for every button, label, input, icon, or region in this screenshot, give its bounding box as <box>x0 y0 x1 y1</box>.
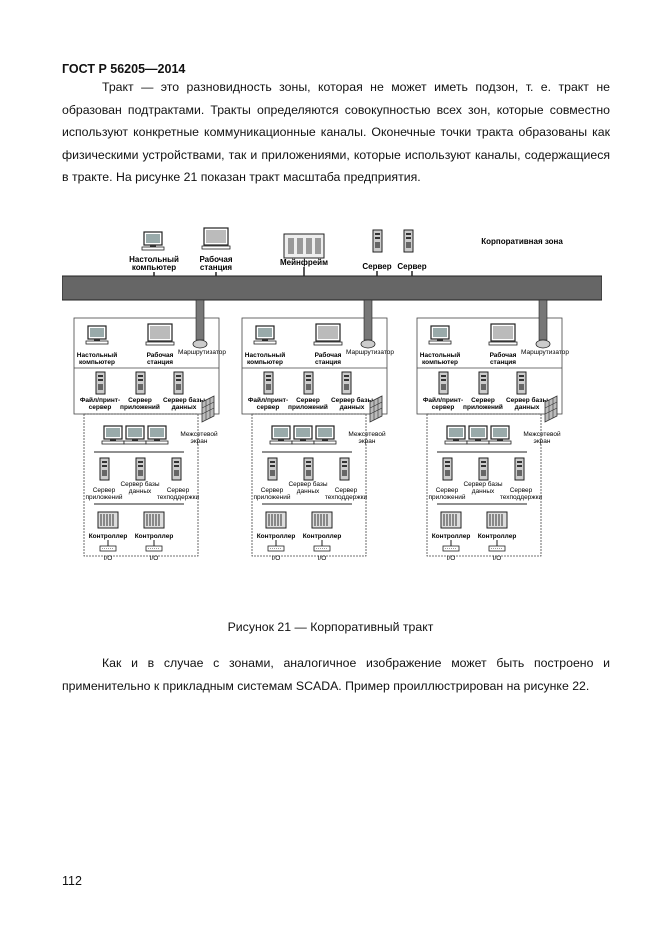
svg-text:приложений: приложений <box>429 493 466 501</box>
svg-text:Настольный: Настольный <box>420 351 460 359</box>
svg-text:Контроллер: Контроллер <box>135 533 174 540</box>
svg-text:сервер: сервер <box>432 404 455 411</box>
svg-text:приложений: приложений <box>86 493 123 501</box>
svg-text:данных: данных <box>129 488 152 495</box>
svg-text:Сервер: Сервер <box>296 397 320 404</box>
svg-text:Маршрутизатор: Маршрутизатор <box>346 349 394 356</box>
paragraph-2: Как и в случае с зонами, аналогичное изо… <box>62 656 610 693</box>
svg-text:приложений: приложений <box>254 493 291 501</box>
svg-text:Сервер: Сервер <box>436 487 459 494</box>
backbone-bus <box>62 275 602 301</box>
document-header: ГОСТ Р 56205—2014 <box>62 62 186 76</box>
top-desktop-label-2: компьютер <box>132 263 176 272</box>
svg-text:Сервер базы: Сервер базы <box>288 480 327 488</box>
svg-text:Сервер базы: Сервер базы <box>506 396 549 404</box>
svg-text:Сервер: Сервер <box>261 487 284 494</box>
page-number: 112 <box>62 874 82 888</box>
svg-text:Маршрутизатор: Маршрутизатор <box>521 349 569 356</box>
svg-text:станция: станция <box>147 359 173 366</box>
figure-caption: Рисунок 21 — Корпоративный тракт <box>227 620 434 634</box>
zone-1: Маршрутизатор Настольный компьютер Рабоч… <box>73 299 226 562</box>
svg-text:Рабочая: Рабочая <box>315 351 342 359</box>
svg-text:Сервер: Сервер <box>510 487 533 494</box>
svg-text:техподдержки: техподдержки <box>157 494 200 501</box>
svg-text:сервер: сервер <box>89 404 112 411</box>
svg-text:приложений: приложений <box>463 403 503 411</box>
svg-text:техподдержки: техподдержки <box>500 494 543 501</box>
svg-text:Межсетевой: Межсетевой <box>348 430 386 438</box>
top-workstation-label-2: станция <box>200 263 232 272</box>
svg-text:Контроллер: Контроллер <box>89 533 128 540</box>
svg-text:Рабочая: Рабочая <box>147 351 174 359</box>
svg-text:экран: экран <box>191 438 208 445</box>
svg-text:экран: экран <box>359 438 376 445</box>
svg-text:Настольный: Настольный <box>245 351 285 359</box>
svg-text:Файл/принт-: Файл/принт- <box>248 396 288 404</box>
svg-text:компьютер: компьютер <box>79 359 115 366</box>
zone-2: Маршрутизатор Настольный компьютер Рабоч… <box>241 299 394 562</box>
svg-text:Сервер: Сервер <box>471 397 495 404</box>
top-server-2-label: Сервер <box>397 262 426 271</box>
svg-text:Контроллер: Контроллер <box>432 533 471 540</box>
svg-text:Настольный: Настольный <box>77 351 117 359</box>
svg-text:I/O: I/O <box>104 555 113 562</box>
top-workstation-label-1: Рабочая <box>199 255 232 264</box>
corporate-zone-label: Корпоративная зона <box>481 237 563 246</box>
svg-text:I/O: I/O <box>493 555 502 562</box>
svg-text:техподдержки: техподдержки <box>325 494 368 501</box>
svg-text:Сервер: Сервер <box>128 397 152 404</box>
svg-text:Контроллер: Контроллер <box>478 533 517 540</box>
svg-text:сервер: сервер <box>257 404 280 411</box>
top-workstation: Рабочая станция <box>199 227 233 272</box>
top-desktop-label-1: Настольный <box>129 255 179 264</box>
svg-text:станция: станция <box>315 359 341 366</box>
svg-text:Сервер базы: Сервер базы <box>163 396 206 404</box>
svg-text:Маршрутизатор: Маршрутизатор <box>178 349 226 356</box>
top-server-1-label: Сервер <box>362 262 391 271</box>
top-mainframe: Мейнфрейм <box>280 233 328 267</box>
svg-text:Рабочая: Рабочая <box>490 351 517 359</box>
paragraph-1: Тракт — это разновидность зоны, которая … <box>62 80 610 184</box>
svg-text:Сервер базы: Сервер базы <box>463 480 502 488</box>
svg-text:Сервер базы: Сервер базы <box>331 396 374 404</box>
svg-text:приложений: приложений <box>120 403 160 411</box>
zone-3: Маршрутизатор Настольный компьютер Рабоч… <box>416 299 569 562</box>
svg-text:данных: данных <box>515 404 540 411</box>
svg-text:данных: данных <box>340 404 365 411</box>
svg-text:данных: данных <box>172 404 197 411</box>
top-server-1: Сервер <box>362 229 392 271</box>
svg-text:данных: данных <box>297 488 320 495</box>
svg-text:Контроллер: Контроллер <box>303 533 342 540</box>
svg-text:Сервер базы: Сервер базы <box>120 480 159 488</box>
svg-text:компьютер: компьютер <box>422 359 458 366</box>
svg-text:Межсетевой: Межсетевой <box>523 430 561 438</box>
svg-text:компьютер: компьютер <box>247 359 283 366</box>
svg-text:Межсетевой: Межсетевой <box>180 430 218 438</box>
top-desktop: Настольный компьютер <box>129 231 179 272</box>
svg-text:I/O: I/O <box>272 555 281 562</box>
svg-text:Сервер: Сервер <box>93 487 116 494</box>
svg-text:данных: данных <box>472 488 495 495</box>
svg-text:I/O: I/O <box>447 555 456 562</box>
svg-text:приложений: приложений <box>288 403 328 411</box>
svg-text:Сервер: Сервер <box>167 487 190 494</box>
svg-text:Файл/принт-: Файл/принт- <box>423 396 463 404</box>
svg-text:экран: экран <box>534 438 551 445</box>
svg-text:Сервер: Сервер <box>335 487 358 494</box>
svg-text:I/O: I/O <box>318 555 327 562</box>
figure-corporate-path: Настольный компьютер Рабочая станция Мей… <box>62 227 602 562</box>
svg-text:станция: станция <box>490 359 516 366</box>
top-mainframe-label: Мейнфрейм <box>280 258 328 267</box>
svg-text:Контроллер: Контроллер <box>257 533 296 540</box>
top-server-2: Сервер <box>397 229 427 271</box>
svg-text:Файл/принт-: Файл/принт- <box>80 396 120 404</box>
svg-text:I/O: I/O <box>150 555 159 562</box>
